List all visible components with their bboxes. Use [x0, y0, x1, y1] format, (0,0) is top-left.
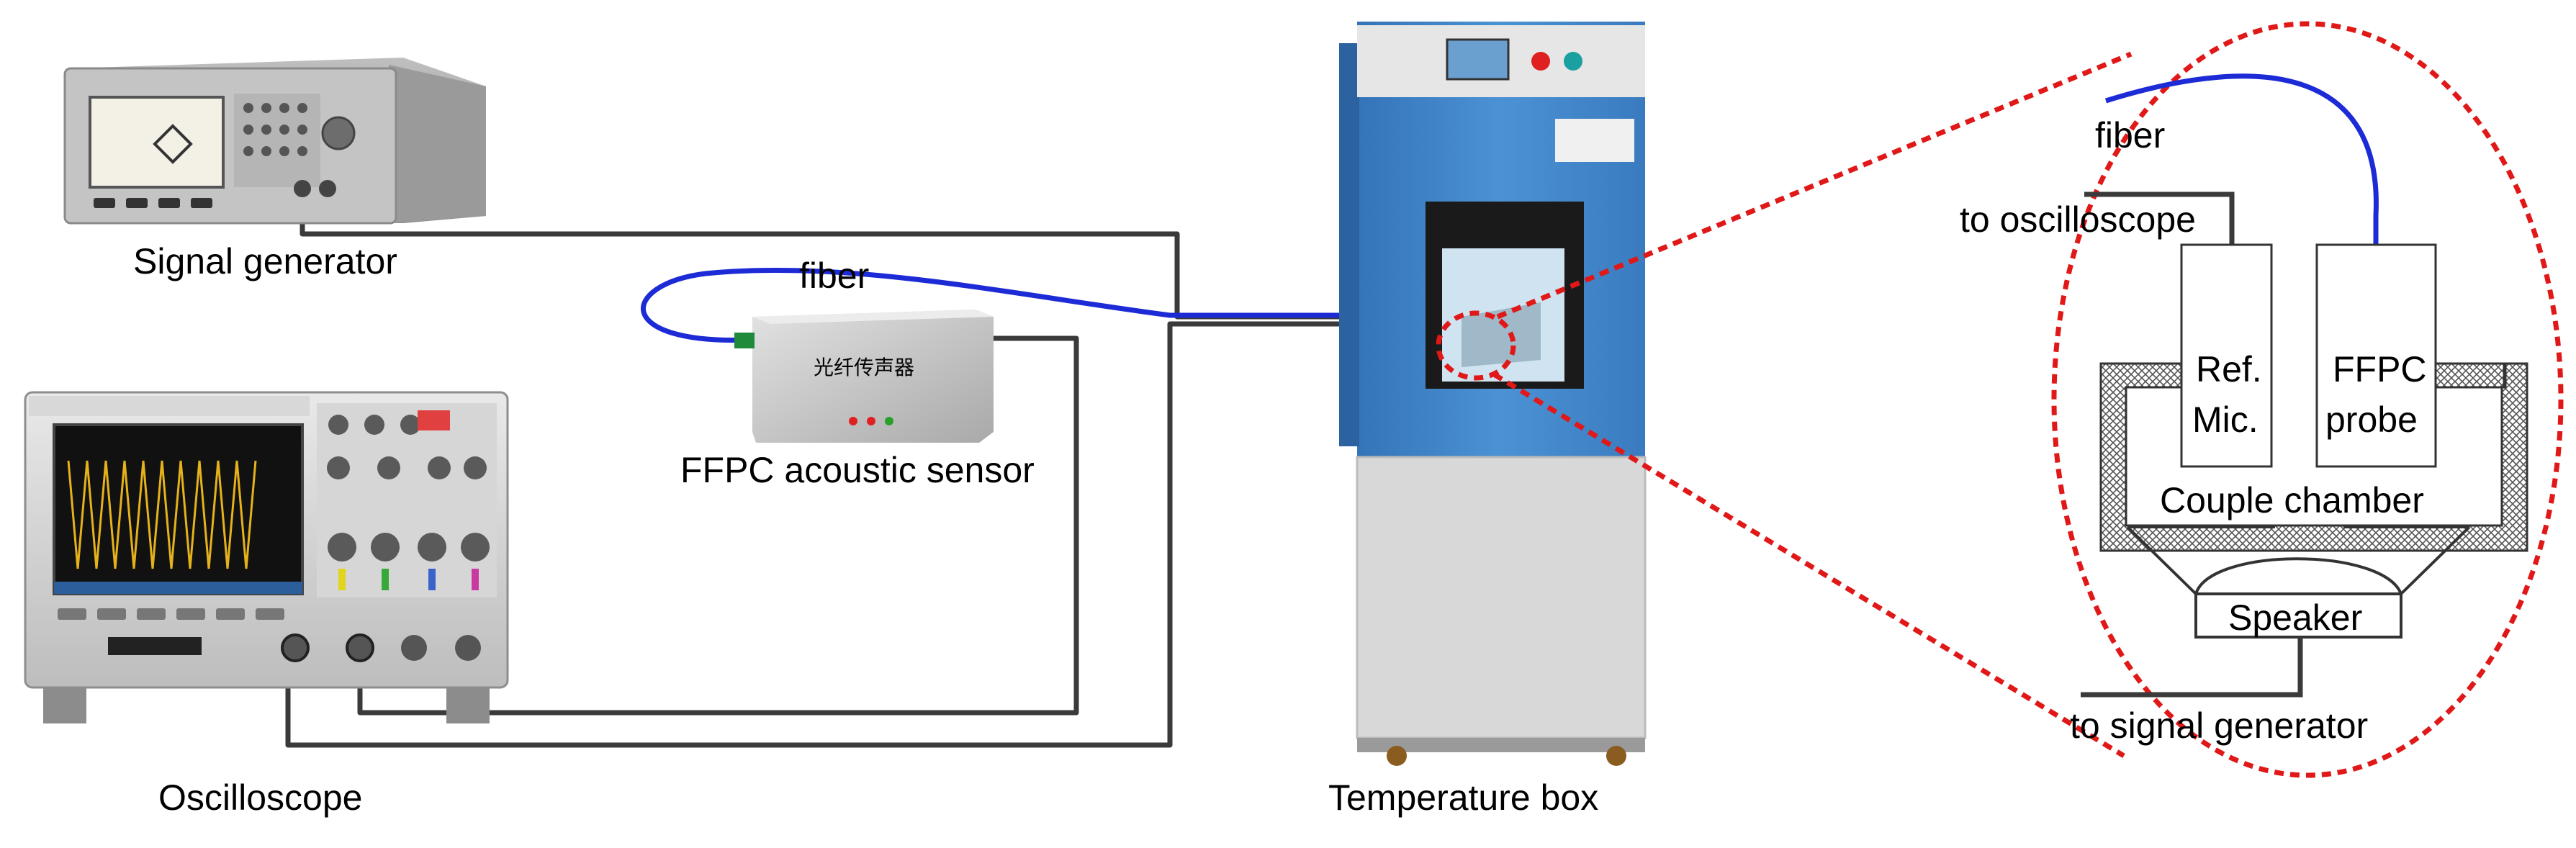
label-signal-generator: Signal generator: [133, 241, 397, 281]
label-fiber-right: fiber: [2095, 115, 2165, 155]
climate-chamber-icon: [1339, 22, 1647, 766]
oscilloscope-trace: [67, 460, 257, 569]
speaker-cone: [2126, 526, 2471, 595]
zoom-source-circle: [1436, 310, 1516, 381]
signal-generator-lead: [2081, 637, 2303, 698]
label-ref-mic-1: Ref.: [2196, 349, 2262, 389]
label-temperature-box: Temperature box: [1328, 777, 1598, 818]
zoom-line-bottom: [1492, 372, 2125, 758]
detail-diagram: fiber to oscilloscope Ref. Mic. FFPC pro…: [1960, 73, 2528, 746]
fiber-right: [2104, 73, 2379, 248]
label-couple-chamber: Couple chamber: [2160, 480, 2424, 520]
zoom-callout: [1436, 21, 2564, 778]
speaker: [2194, 592, 2402, 639]
label-to-oscilloscope: to oscilloscope: [1960, 199, 2196, 240]
label-to-signal-generator: to signal generator: [2070, 705, 2368, 746]
ffpc-probe: [2315, 243, 2437, 468]
label-fiber-left: fiber: [799, 256, 869, 296]
label-oscilloscope: Oscilloscope: [158, 777, 362, 818]
signal-generator-icon: [63, 58, 486, 225]
sensor-box-text: 光纤传声器: [814, 356, 914, 379]
couple-chamber-walls: [2099, 362, 2528, 552]
label-speaker: Speaker: [2228, 597, 2362, 638]
label-ref-mic-2: Mic.: [2192, 400, 2258, 440]
cable-oscilloscope-sensor: [357, 335, 1079, 716]
zoom-detail-circle: [2051, 21, 2564, 778]
oscilloscope-lead: [2084, 191, 2235, 248]
label-ffpc-probe-1: FFPC: [2333, 349, 2427, 389]
oscilloscope-icon: [24, 391, 509, 723]
label-ffpc-sensor: FFPC acoustic sensor: [680, 450, 1035, 490]
label-ffpc-probe-2: probe: [2325, 400, 2418, 440]
ref-mic: [2180, 243, 2273, 468]
zoom-line-top: [1496, 51, 2133, 320]
fiber-left: [641, 267, 1354, 343]
sensor-box-icon: 光纤传声器: [734, 310, 994, 443]
